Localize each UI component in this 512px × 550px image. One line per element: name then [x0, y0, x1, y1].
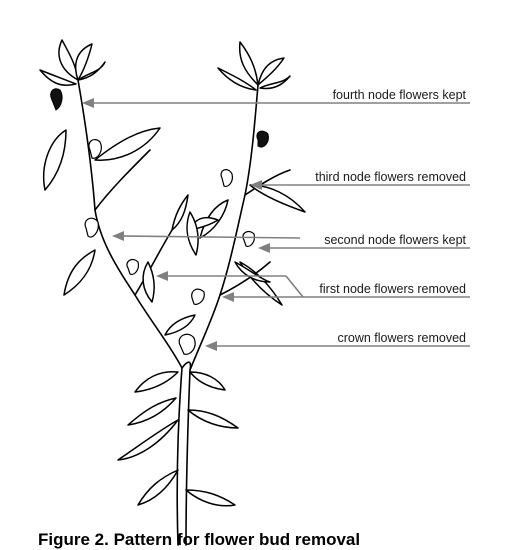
label-crown: crown flowers removed — [337, 331, 466, 345]
label-third-node: third node flowers removed — [315, 170, 466, 184]
arrow-second-node-left — [119, 235, 301, 239]
label-first-node: first node flowers removed — [319, 282, 466, 296]
label-second-node: second node flowers kept — [324, 233, 466, 247]
label-arrows — [82, 98, 470, 351]
figure-caption: Figure 2. Pattern for flower bud removal — [38, 530, 361, 549]
label-fourth-node: fourth node flowers kept — [333, 88, 467, 102]
flower-buds — [50, 88, 269, 355]
plant-leaves — [39, 39, 306, 507]
arrow-first-node-diag — [285, 275, 304, 298]
plant-stems — [77, 79, 291, 546]
